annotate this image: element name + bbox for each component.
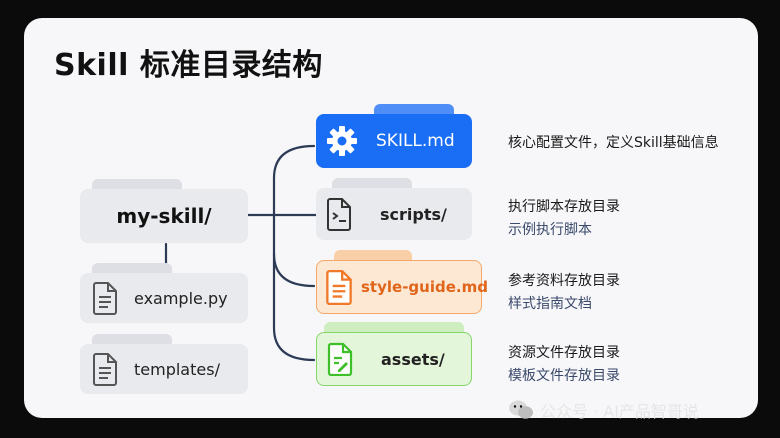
- folder-example[interactable]: example.py: [80, 263, 248, 323]
- desc-assets: 资源文件存放目录 模板文件存放目录: [508, 342, 620, 385]
- desc-style-guide-title: 参考资料存放目录: [508, 273, 620, 289]
- watermark-text: 公众号 · AI产品智哥说: [540, 402, 699, 421]
- desc-assets-title: 资源文件存放目录: [508, 345, 620, 361]
- folder-templates-label: templates/: [134, 359, 220, 379]
- root-folder-label: my-skill/: [116, 204, 212, 228]
- script-icon: [324, 197, 354, 231]
- folder-example-label: example.py: [134, 288, 228, 308]
- tree-connectors: [164, 144, 318, 362]
- folder-scripts[interactable]: scripts/: [316, 178, 472, 240]
- document-icon: [90, 352, 120, 386]
- desc-skill-md-title: 核心配置文件，定义Skill基础信息: [508, 135, 719, 151]
- desc-skill-md: 核心配置文件，定义Skill基础信息: [508, 132, 719, 152]
- folder-style-guide[interactable]: style-guide.md: [316, 250, 488, 314]
- edit-document-icon: [325, 342, 355, 376]
- desc-assets-sub: 模板文件存放目录: [508, 368, 620, 384]
- desc-scripts: 执行脚本存放目录 示例执行脚本: [508, 196, 620, 239]
- folder-skill-md-label: SKILL.md: [376, 131, 455, 151]
- diagram-card: Skill 标准目录结构 my-skill/ example.py: [24, 18, 758, 418]
- folder-scripts-label: scripts/: [380, 204, 447, 224]
- folder-skill-md[interactable]: SKILL.md: [316, 104, 472, 168]
- desc-style-guide: 参考资料存放目录 样式指南文档: [508, 270, 620, 313]
- connector-style-guide: [272, 213, 316, 288]
- wechat-icon: [508, 399, 534, 421]
- folder-style-guide-label: style-guide.md: [361, 278, 488, 296]
- desc-scripts-title: 执行脚本存放目录: [508, 199, 620, 215]
- folder-assets-label: assets/: [381, 349, 445, 369]
- gear-icon: [326, 125, 358, 157]
- desc-scripts-sub: 示例执行脚本: [508, 222, 592, 238]
- connector-assets: [272, 252, 316, 362]
- folder-templates[interactable]: templates/: [80, 334, 248, 394]
- watermark: 公众号 · AI产品智哥说: [508, 398, 699, 422]
- folder-assets[interactable]: assets/: [316, 322, 472, 386]
- document-icon: [90, 281, 120, 315]
- desc-style-guide-sub: 样式指南文档: [508, 296, 592, 312]
- document-icon: [323, 269, 355, 305]
- connector-skill: [272, 144, 316, 217]
- root-folder[interactable]: my-skill/: [80, 179, 248, 243]
- page-title: Skill 标准目录结构: [54, 48, 323, 83]
